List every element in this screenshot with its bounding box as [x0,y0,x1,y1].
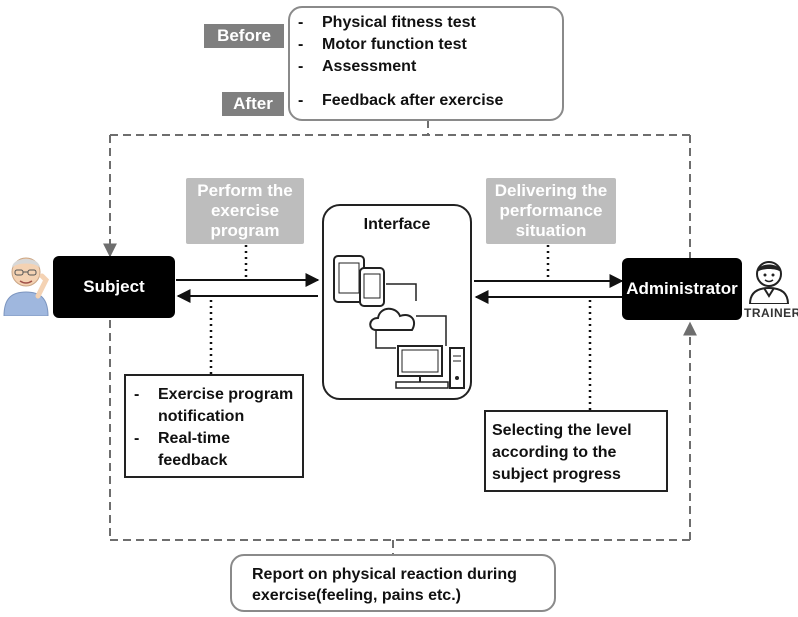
devices-icon [333,255,465,389]
level-selection-box: Selecting the level according to the sub… [484,410,668,492]
trainer-icon [746,256,792,305]
interface-title: Interface [363,216,431,233]
after-list: Feedback after exercise [290,90,562,112]
after-tag: After [222,92,284,116]
subject-node: Subject [53,256,175,318]
before-item: Motor function test [290,34,562,56]
before-list: Physical fitness test Motor function tes… [290,12,562,78]
elderly-person-icon [0,250,50,317]
trainer-caption: TRAINER [744,306,798,320]
flow-arrows [176,273,624,304]
after-item: Feedback after exercise [290,90,562,112]
notification-list: Exercise program notification Real-time … [126,384,302,472]
before-tag: Before [204,24,284,48]
feedback-loop-dashed [103,120,697,555]
delivering-label: Delivering the performance situation [486,178,616,244]
report-box: Report on physical reaction during exerc… [230,554,556,612]
interface-node: Interface [322,204,472,400]
before-item: Assessment [290,56,562,78]
administrator-node: Administrator [622,258,742,320]
subject-notification-box: Exercise program notification Real-time … [124,374,304,478]
assessment-box: Physical fitness test Motor function tes… [288,6,564,121]
notification-item: Exercise program notification [126,384,302,428]
perform-label: Perform the exercise program [186,178,304,244]
before-item: Physical fitness test [290,12,562,34]
notification-item: Real-time feedback [126,428,302,472]
dotted-connectors [209,245,592,410]
